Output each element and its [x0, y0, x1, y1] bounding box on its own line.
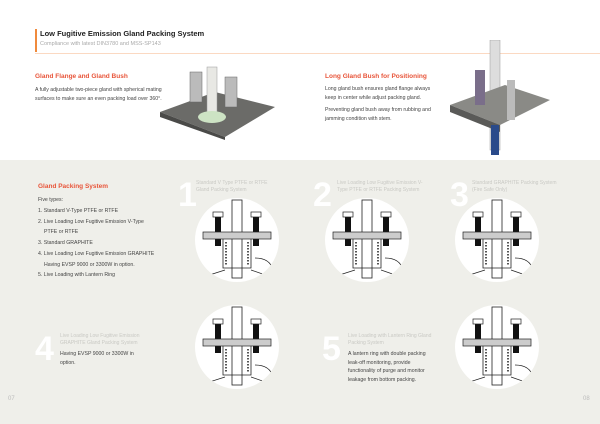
- packing-diagram-2: [325, 198, 409, 282]
- packing-types-list: 1. Standard V-Type PTFE or RTFE 2. Live …: [38, 206, 154, 281]
- long-bush-heading: Long Gland Bush for Positioning: [325, 73, 427, 80]
- packing-type-item: Having EVSP 9000 or 3300W in option.: [44, 261, 135, 268]
- gland-flange-heading: Gland Flange and Gland Bush: [35, 73, 128, 80]
- packing-type-item: PTFE or RTFE: [44, 229, 79, 236]
- packing-type-item: 5. Live Loading with Lantern Ring: [38, 272, 115, 279]
- long-bush-illustration: [450, 40, 550, 155]
- system-label: Live Loading Low Fugitive Emission GRAPH…: [60, 333, 140, 346]
- packing-type-item: 2. Live Loading Low Fugitive Emission V-…: [38, 218, 144, 225]
- title-accent-bar: [35, 29, 37, 52]
- page-subtitle: Compliance with latest DIN3780 and MSS-S…: [40, 41, 161, 47]
- packing-diagram-1: [195, 198, 279, 282]
- packing-type-item: 3. Standard GRAPHITE: [38, 240, 93, 247]
- packing-diagram-4: [195, 305, 279, 389]
- system-text: Having EVSP 9000 or 3300W in option.: [60, 351, 134, 366]
- packing-type-item: 4. Live Loading Low Fugitive Emission GR…: [38, 250, 155, 257]
- system-number: 3: [450, 176, 469, 214]
- system-number: 4: [35, 330, 54, 368]
- system-label: Standard V Type PTFE or RTFE Gland Packi…: [196, 180, 268, 193]
- system-label: Live Loading Low Fugitive Emission V-Typ…: [337, 180, 423, 193]
- system-number: 2: [313, 176, 332, 214]
- packing-diagram-3: [455, 198, 539, 282]
- system-number: 1: [178, 176, 197, 214]
- system-label: Live Loading with Lantern Ring Gland Pac…: [348, 333, 432, 346]
- long-bush-text-1: Long gland bush ensures gland flange alw…: [325, 86, 431, 101]
- system-label: Standard GRAPHITE Packing System (Fire S…: [472, 180, 557, 193]
- packing-heading: Gland Packing System: [38, 183, 109, 190]
- packing-intro: Five types:: [38, 197, 64, 203]
- packing-diagram-5: [455, 305, 539, 389]
- header-divider: [35, 53, 600, 54]
- page-number-left: 07: [8, 396, 15, 402]
- packing-type-item: 1. Standard V-Type PTFE or RTFE: [38, 208, 119, 214]
- system-text: A lantern ring with double packing leak-…: [348, 351, 426, 383]
- gland-flange-text: A fully adjustable two-piece gland with …: [35, 87, 162, 102]
- page-number-right: 08: [583, 396, 590, 402]
- gland-flange-illustration: [160, 66, 275, 140]
- system-number: 5: [322, 330, 341, 368]
- long-bush-text-2: Preventing gland bush away from rubbing …: [325, 107, 431, 122]
- page-title: Low Fugitive Emission Gland Packing Syst…: [40, 29, 205, 38]
